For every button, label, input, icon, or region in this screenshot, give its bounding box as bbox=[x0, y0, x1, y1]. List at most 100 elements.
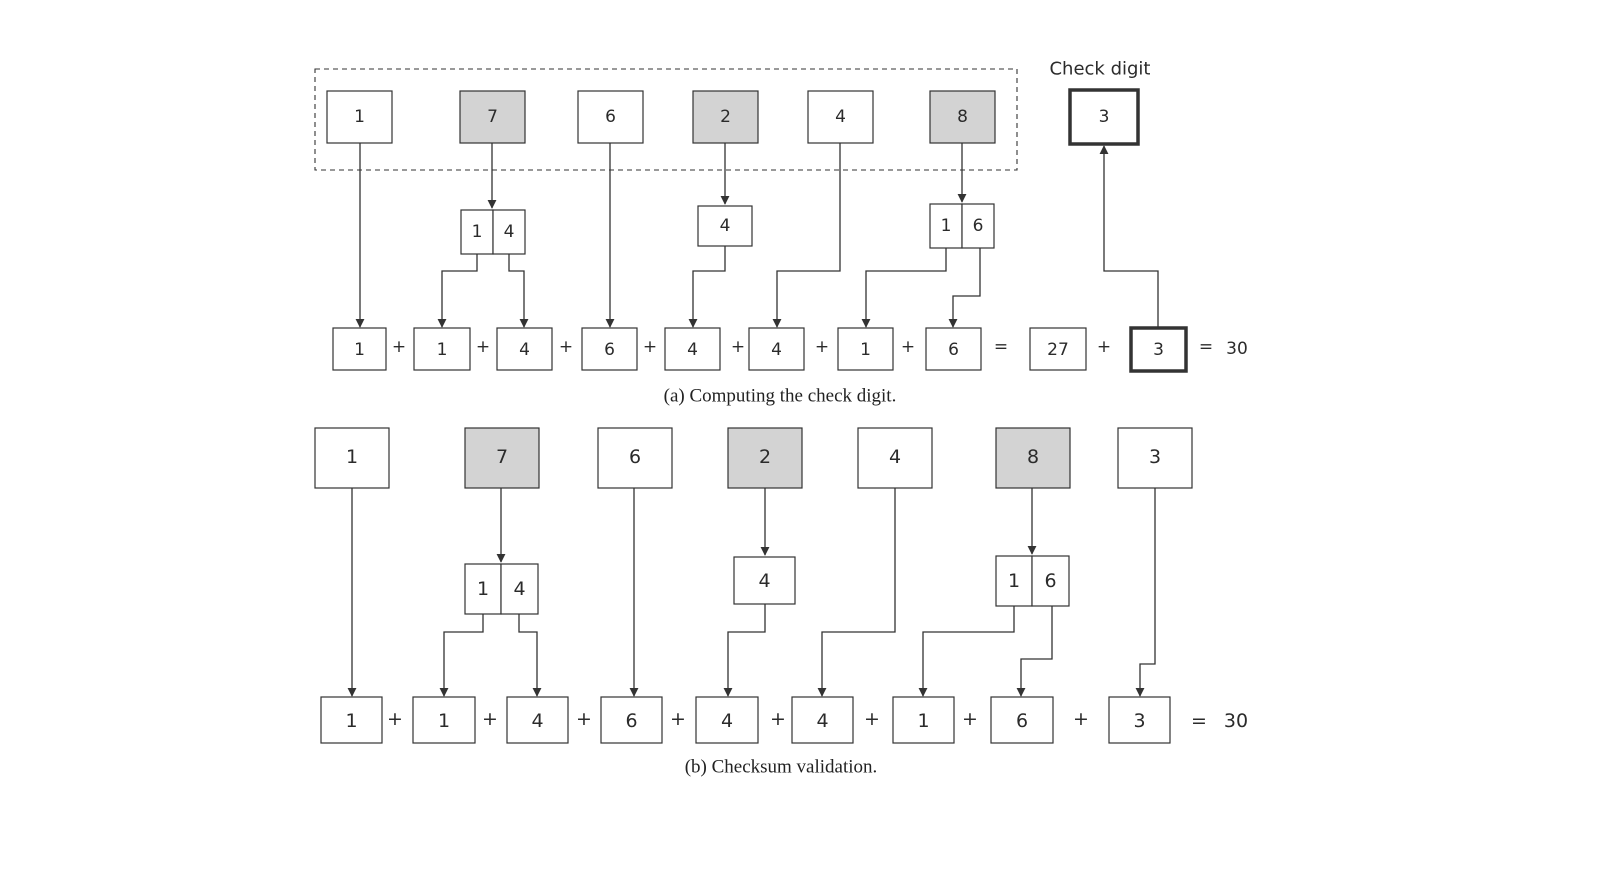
digit-box-1 bbox=[326, 90, 393, 144]
plus-sign: + bbox=[815, 337, 829, 357]
digit-value: 6 bbox=[605, 107, 616, 127]
connector-b-3-to-sum bbox=[1135, 488, 1156, 697]
equals-sign: = bbox=[1191, 710, 1207, 732]
sum-term-box-b-5 bbox=[695, 696, 759, 744]
connector-lines bbox=[347, 143, 1159, 697]
connector-b-1-from-16 bbox=[918, 606, 1015, 697]
doubled-digit: 1 bbox=[477, 578, 489, 600]
doubled-digit: 4 bbox=[513, 578, 525, 600]
plus-sign: + bbox=[643, 337, 657, 357]
sum-term: 1 bbox=[354, 340, 365, 360]
digit-value: 2 bbox=[720, 107, 731, 127]
digit-box-2 bbox=[459, 90, 526, 144]
doubled-box-b-8-ones bbox=[1031, 555, 1070, 607]
connector-1-from-14 bbox=[437, 254, 478, 328]
doubled-box-8-ones bbox=[961, 203, 995, 249]
connector-4-from-14 bbox=[508, 254, 529, 328]
doubled-digit: 6 bbox=[1044, 570, 1056, 592]
doubled-box-8-tens bbox=[929, 203, 963, 249]
digit-box-b-5 bbox=[857, 427, 933, 489]
digit-box-5 bbox=[807, 90, 874, 144]
digit-value: 8 bbox=[957, 107, 968, 127]
connector-4-from-2 bbox=[688, 246, 726, 328]
digit-box-b-4 bbox=[727, 427, 803, 489]
sum-term-box-b-2 bbox=[412, 696, 476, 744]
digit-box-b-1 bbox=[314, 427, 390, 489]
plus-sign: + bbox=[559, 337, 573, 357]
connector-check-to-digit bbox=[1099, 145, 1159, 327]
doubled-digit: 1 bbox=[472, 222, 483, 242]
digit-value: 3 bbox=[1149, 446, 1161, 468]
doubled-digit: 4 bbox=[720, 216, 731, 236]
sum-term: 4 bbox=[519, 340, 530, 360]
sum-term: 6 bbox=[1016, 710, 1028, 732]
sum-term: 1 bbox=[438, 710, 450, 732]
plus-sign: + bbox=[387, 708, 403, 730]
doubled-box-b-7-ones bbox=[500, 563, 539, 615]
doubled-box-b-7-tens bbox=[464, 563, 502, 615]
connector-4-to-sum bbox=[772, 143, 841, 328]
doubled-digit: 1 bbox=[1008, 570, 1020, 592]
sum-term: 4 bbox=[531, 710, 543, 732]
connector-b-4-from-2 bbox=[723, 604, 766, 697]
digit-box-b-2 bbox=[464, 427, 540, 489]
check-digit-value: 3 bbox=[1099, 107, 1110, 127]
connector-b-1-from-14 bbox=[439, 614, 484, 697]
sum-term-box-b-1 bbox=[320, 696, 383, 744]
sum-term: 6 bbox=[948, 340, 959, 360]
check-digit-label: Check digit bbox=[1049, 59, 1150, 80]
caption-a: (a) Computing the check digit. bbox=[664, 386, 897, 407]
sum-term: 4 bbox=[816, 710, 828, 732]
sum-term: 1 bbox=[860, 340, 871, 360]
plus-sign: + bbox=[1097, 337, 1111, 357]
digit-value: 1 bbox=[354, 107, 365, 127]
plus-sign: + bbox=[901, 337, 915, 357]
digit-value: 2 bbox=[759, 446, 771, 468]
digit-box-6 bbox=[929, 90, 996, 144]
digit-value: 8 bbox=[1027, 446, 1039, 468]
doubled-digit: 6 bbox=[973, 216, 984, 236]
digit-box-b-3 bbox=[597, 427, 673, 489]
caption-b: (b) Checksum validation. bbox=[685, 757, 878, 778]
digit-box-4 bbox=[692, 90, 759, 144]
digit-value: 6 bbox=[629, 446, 641, 468]
connector-b-4-from-14 bbox=[518, 614, 542, 697]
sum-term-box-2 bbox=[413, 327, 471, 371]
plus-sign: + bbox=[670, 708, 686, 730]
sum-term-box-6 bbox=[748, 327, 805, 371]
doubled-box-7-ones bbox=[492, 209, 526, 255]
doubled-box-b-2 bbox=[733, 556, 796, 605]
doubled-box-7-tens bbox=[460, 209, 494, 255]
plus-sign: + bbox=[576, 708, 592, 730]
payload-group-outline bbox=[314, 68, 1018, 171]
doubled-box-2 bbox=[697, 205, 753, 247]
digit-boxes bbox=[314, 68, 1193, 744]
connector-1-from-16 bbox=[861, 248, 947, 328]
digit-value: 4 bbox=[835, 107, 846, 127]
sum-term-box-b-6 bbox=[791, 696, 854, 744]
sum-term-box-b-4 bbox=[600, 696, 663, 744]
equals-sign: = bbox=[1199, 337, 1213, 357]
sum-term: 6 bbox=[604, 340, 615, 360]
digit-box-3 bbox=[577, 90, 644, 144]
digit-value: 4 bbox=[889, 446, 901, 468]
partial-sum-box bbox=[1029, 327, 1087, 371]
digit-value: 7 bbox=[487, 107, 498, 127]
plus-sign: + bbox=[1073, 708, 1089, 730]
total-value: 30 bbox=[1224, 710, 1248, 732]
digit-value: 7 bbox=[496, 446, 508, 468]
digit-box-b-6 bbox=[995, 427, 1071, 489]
plus-sign: + bbox=[392, 337, 406, 357]
sum-term: 6 bbox=[625, 710, 637, 732]
sum-term-box-7 bbox=[837, 327, 894, 371]
sum-term: 3 bbox=[1133, 710, 1145, 732]
equals-sign: = bbox=[994, 337, 1008, 357]
sum-term-box-b-9 bbox=[1108, 696, 1171, 744]
plus-sign: + bbox=[770, 708, 786, 730]
plus-sign: + bbox=[864, 708, 880, 730]
digit-box-b-7 bbox=[1117, 427, 1193, 489]
sum-term-box-4 bbox=[581, 327, 638, 371]
plus-sign: + bbox=[482, 708, 498, 730]
doubled-box-b-8-tens bbox=[995, 555, 1033, 607]
